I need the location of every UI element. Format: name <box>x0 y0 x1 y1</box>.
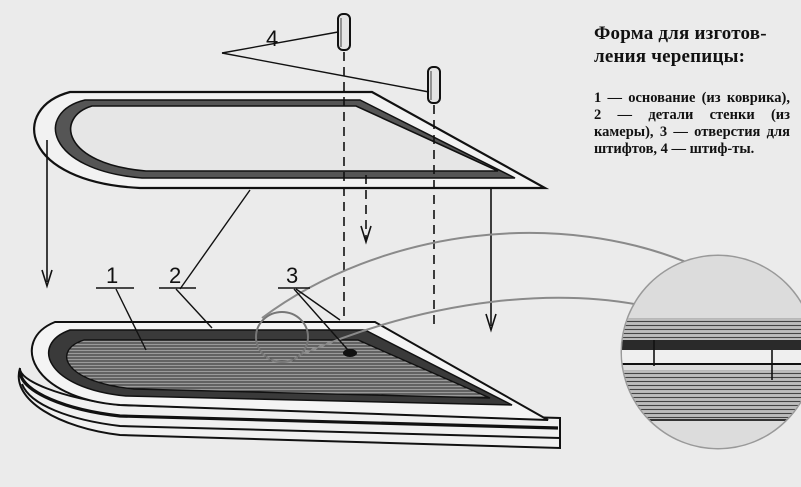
wall-frame-upper <box>33 90 550 190</box>
magnifier-connectors <box>261 231 701 355</box>
pin-right <box>427 66 441 104</box>
assembly-dashed-lines <box>343 52 435 330</box>
pin-left <box>337 13 351 51</box>
magnified-detail <box>620 254 801 450</box>
figure-caption: Форма для изготов-ления черепицы: 1 — ос… <box>594 22 790 158</box>
arrow-right <box>485 188 497 333</box>
label-base: 1 <box>106 263 118 288</box>
caption-legend: 1 — основание (из коврика), 2 — детали с… <box>594 90 790 157</box>
caption-title: Форма для изготов-ления черепицы: <box>594 23 767 67</box>
arrow-left <box>41 140 53 289</box>
label-pins: 4 <box>266 26 278 51</box>
leader-lines <box>96 31 430 351</box>
label-wall: 2 <box>169 263 181 288</box>
label-holes: 3 <box>286 263 298 288</box>
arrow-middle <box>360 225 372 245</box>
mold-base <box>17 311 561 450</box>
